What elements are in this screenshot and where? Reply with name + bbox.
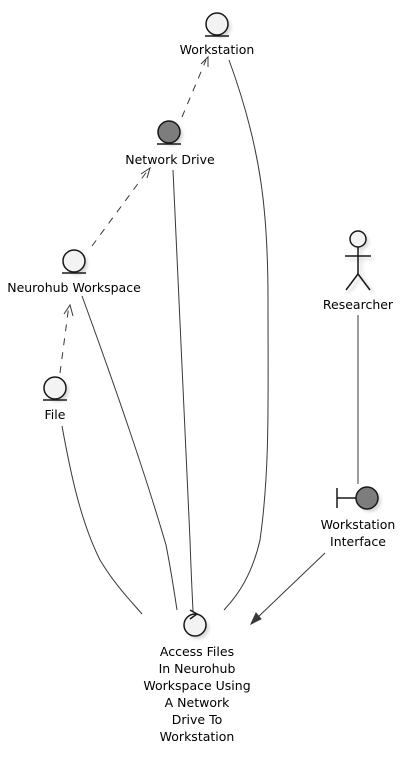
access-files-label-line-6: Workstation — [160, 729, 235, 744]
arrowhead-into-workstation — [200, 55, 209, 67]
access-files-label-line-1: Access Files — [160, 644, 234, 659]
workstation-interface-label-line-2: Interface — [330, 534, 386, 549]
arrowhead-into-neurohub-workspace — [63, 303, 74, 317]
workstation-interface-boundary-node: Workstation Interface — [321, 486, 396, 549]
file-entity-node: File — [43, 376, 69, 422]
workstation-entity-node: Workstation — [180, 12, 255, 57]
dashed-edge-neurohub-workspace-to-network-drive — [91, 169, 149, 247]
access-files-label-line-2: In Neurohub — [159, 661, 236, 676]
access-files-label-line-4: A Network — [165, 695, 230, 710]
access-files-label-line-5: Drive To — [172, 712, 222, 727]
edge-neurohub-workspace-to-access-files — [81, 295, 178, 611]
edge-workstation-interface-to-access-files — [255, 552, 326, 620]
access-files-control-node: Access Files In Neurohub Workspace Using… — [143, 609, 251, 744]
edge-workstation-to-access-files — [223, 59, 269, 611]
access-files-label-line-3: Workspace Using — [143, 678, 250, 693]
edge-file-to-access-files — [61, 425, 143, 615]
control-arrow-icon — [189, 609, 199, 620]
arrowhead-into-network-drive — [140, 166, 151, 179]
dashed-edge-network-drive-to-workstation — [181, 59, 207, 118]
neurohub-workspace-label: Neurohub Workspace — [7, 280, 141, 295]
researcher-label: Researcher — [323, 297, 394, 312]
network-drive-label: Network Drive — [125, 152, 215, 167]
neurohub-workspace-entity-node: Neurohub Workspace — [7, 249, 141, 295]
edge-network-drive-to-access-files — [172, 169, 194, 612]
researcher-actor-node: Researcher — [323, 230, 394, 312]
file-label: File — [45, 407, 66, 422]
arrowhead-into-access-files — [249, 612, 262, 626]
workstation-label: Workstation — [180, 42, 255, 57]
dashed-edge-file-to-neurohub-workspace — [59, 304, 70, 374]
network-drive-entity-node: Network Drive — [125, 120, 215, 167]
workstation-interface-label-line-1: Workstation — [321, 517, 396, 532]
